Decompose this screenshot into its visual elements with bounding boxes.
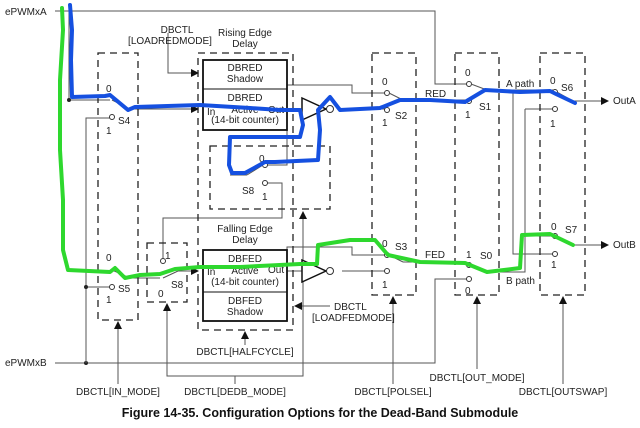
loadfedmode-label-2: [LOADFEDMODE] xyxy=(312,313,395,324)
loadredmode-label-2: [LOADREDMODE] xyxy=(128,36,212,47)
outswap-label: DBCTL[OUTSWAP] xyxy=(519,387,608,398)
switch-labels: 0 S4 1 0 S5 1 0 S8 1 1 S8 0 0 S2 1 0 S3 … xyxy=(106,68,578,306)
s2-label: S2 xyxy=(395,111,408,122)
dbred-shadow: DBRED xyxy=(227,63,262,74)
a-path-label: A path xyxy=(506,79,534,90)
s8b-0: 0 xyxy=(158,289,164,300)
s5-label: S5 xyxy=(118,284,131,295)
dbred-in: In xyxy=(207,107,215,118)
falling-title: Falling Edge xyxy=(217,224,273,235)
s7-label: S7 xyxy=(565,225,578,236)
rising-title: Rising Edge xyxy=(218,28,272,39)
dedb-mode-label: DBCTL[DEDB_MODE] xyxy=(184,387,286,398)
s4-0: 0 xyxy=(106,84,112,95)
b-path-annotation xyxy=(58,6,575,280)
s2-0: 0 xyxy=(382,77,388,88)
s1-1: 1 xyxy=(465,110,471,121)
dbfed-shadow-2: Shadow xyxy=(227,307,264,318)
red-label: RED xyxy=(425,89,446,100)
falling-title-2: Delay xyxy=(232,235,258,246)
s5-1: 1 xyxy=(106,295,112,306)
s3-0: 0 xyxy=(382,239,388,250)
s8b-1: 1 xyxy=(165,251,171,262)
dbred-active: DBRED xyxy=(227,93,262,104)
s5-0: 0 xyxy=(106,253,112,264)
halfcycle-label: DBCTL[HALFCYCLE] xyxy=(196,347,293,358)
s2-1: 1 xyxy=(382,118,388,129)
dbred-counter: (14-bit counter) xyxy=(211,115,279,126)
output-outa: OutA xyxy=(613,96,636,107)
input-epwmxa: ePWMxA xyxy=(5,7,47,18)
a-path-annotation xyxy=(68,3,577,175)
s6-1: 1 xyxy=(550,119,556,130)
polsel-label: DBCTL[POLSEL] xyxy=(354,387,431,398)
s3-label: S3 xyxy=(395,242,408,253)
dbfed-active: DBFED xyxy=(228,254,262,265)
switch-contacts xyxy=(109,81,574,290)
dbfed-shadow: DBFED xyxy=(228,296,262,307)
rising-title-2: Delay xyxy=(232,39,258,50)
falling-edge-delay-block: Falling Edge Delay DBFED Active (14-bit … xyxy=(202,224,288,322)
s8b-label: S8 xyxy=(171,280,184,291)
s3-1: 1 xyxy=(382,280,388,291)
s7-1: 1 xyxy=(551,260,557,271)
switch-boxes xyxy=(97,52,586,331)
in-mode-label: DBCTL[IN_MODE] xyxy=(76,387,160,398)
dbred-active-2: Active xyxy=(231,105,259,116)
input-epwmxb: ePWMxB xyxy=(5,358,47,369)
s8-0: 0 xyxy=(259,154,265,165)
s8-label: S8 xyxy=(242,186,255,197)
dbfed-in: In xyxy=(207,267,215,278)
s1-0: 0 xyxy=(465,68,471,79)
s8-1: 1 xyxy=(262,192,268,203)
s6-0: 0 xyxy=(550,76,556,87)
fed-label: FED xyxy=(425,250,445,261)
s1-label: S1 xyxy=(479,102,492,113)
figure-caption: Figure 14-35. Configuration Options for … xyxy=(122,406,519,420)
loadfedmode-label: DBCTL xyxy=(334,302,367,313)
dbfed-out: Out xyxy=(268,265,284,276)
rising-edge-delay-block: Rising Edge Delay DBRED Shadow DBRED Act… xyxy=(202,28,288,131)
loadredmode-label: DBCTL xyxy=(161,25,194,36)
s0-label: S0 xyxy=(480,251,493,262)
s4-1: 1 xyxy=(106,126,112,137)
s0-1: 1 xyxy=(466,250,472,261)
dbfed-counter: (14-bit counter) xyxy=(211,277,279,288)
s4-label: S4 xyxy=(118,116,131,127)
s6-label: S6 xyxy=(561,83,574,94)
output-outb: OutB xyxy=(613,240,636,251)
out-mode-label: DBCTL[OUT_MODE] xyxy=(429,373,524,384)
s7-0: 0 xyxy=(551,222,557,233)
dbred-shadow-2: Shadow xyxy=(227,74,264,85)
b-path-label: B path xyxy=(506,276,535,287)
dbfed-active-2: Active xyxy=(231,266,259,277)
s0-0: 0 xyxy=(465,286,471,297)
